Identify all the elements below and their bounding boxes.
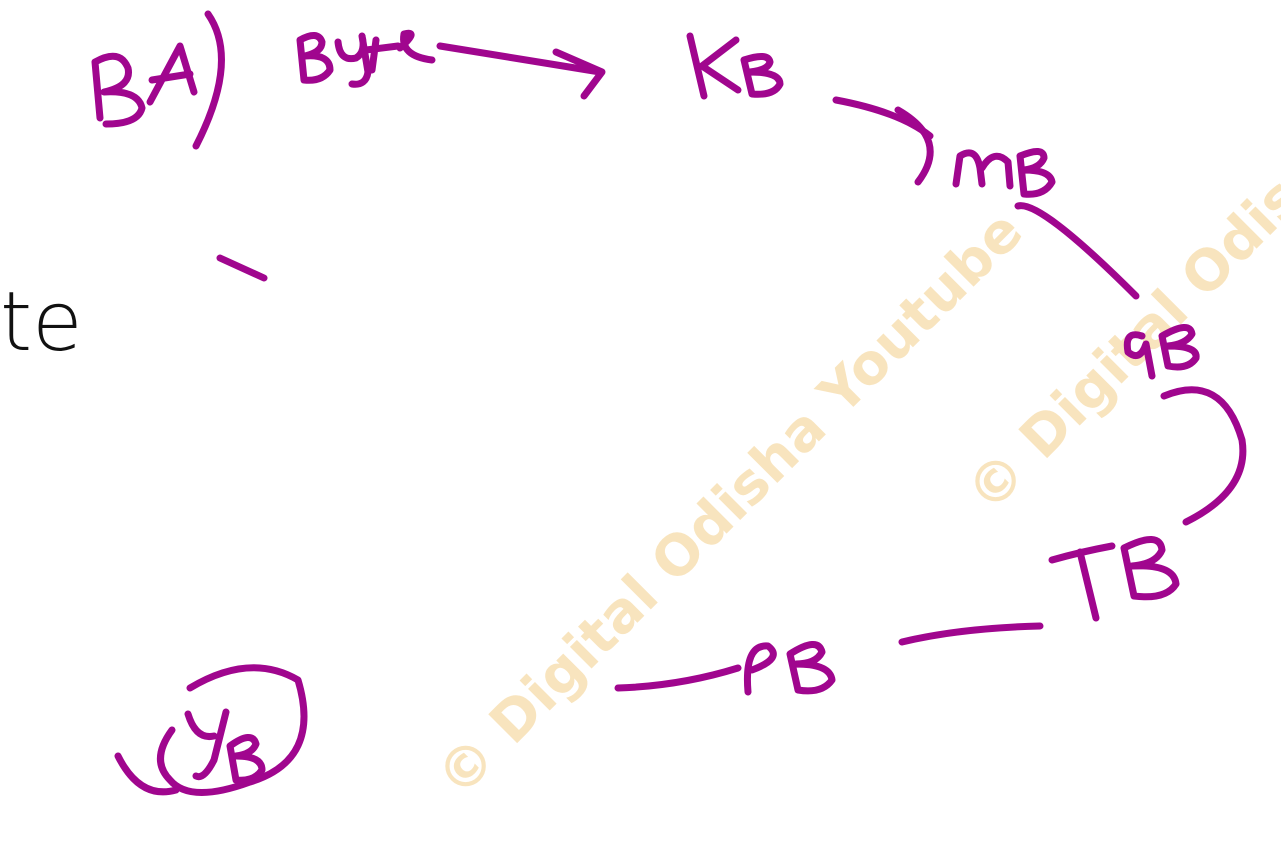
- annotation-arc-gb-tb: [1160, 386, 1247, 526]
- annotation-arrow-2: [832, 96, 934, 186]
- annotation-line-tb-pb: [898, 622, 1044, 646]
- annotation-byte: [296, 29, 436, 88]
- annotation-gb: [1123, 324, 1200, 380]
- slide-partial-text: te: [0, 275, 83, 370]
- annotation-kb: [686, 32, 784, 100]
- annotation-yb: [114, 664, 308, 796]
- annotation-line-mb-gb: [1014, 202, 1140, 300]
- annotation-mb: [952, 148, 1056, 198]
- annotation-dash: [216, 254, 268, 282]
- annotation-tb: [1048, 536, 1180, 622]
- annotation-line-pb-yb: [614, 664, 742, 692]
- annotation-pb: [743, 641, 836, 696]
- annotation-arrow-1: [436, 42, 606, 100]
- annotation-ba: [91, 10, 225, 150]
